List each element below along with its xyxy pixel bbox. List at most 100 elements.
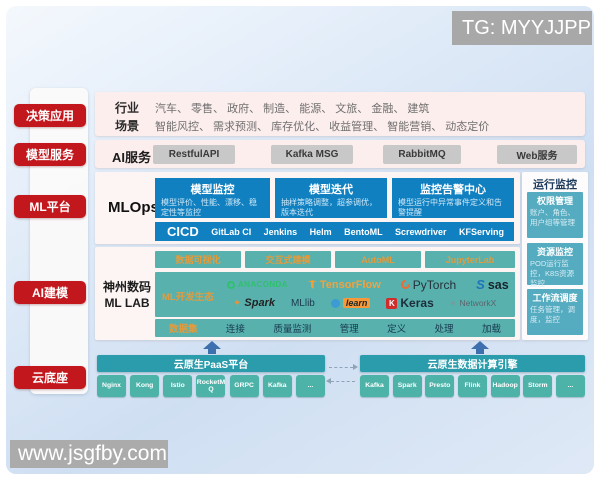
mlops-panel: MLOps 模型监控 模型评价、性能、漂移、稳定性等监控 模型迭代 抽样策略调整…	[95, 172, 520, 244]
scikit-learn-icon	[330, 298, 340, 308]
permission-card: 权限管理 账户、角色、用户组等管理	[527, 192, 583, 238]
cicd-item-gitlab: GitLab CI	[211, 226, 252, 237]
cicd-bar: CICD GitLab CI Jenkins Helm BentoML Scre…	[155, 222, 514, 241]
chip-more2: ...	[555, 375, 585, 397]
paas-header: 云原生PaaS平台	[97, 355, 325, 372]
cicd-item-bentoml: BentoML	[344, 226, 383, 237]
industry-panel: 行业 汽车、 零售、 政府、 制造、 能源、 文旅、 金融、 建筑 场景 智能风…	[95, 92, 585, 136]
dataset-item-manage: 管理	[339, 324, 359, 335]
dataset-item-define: 定义	[387, 324, 407, 335]
model-monitoring-card: 模型监控 模型评价、性能、漂移、稳定性等监控	[155, 178, 270, 218]
dashed-arrow-left-icon	[326, 378, 331, 384]
tensorflow-logo: TensorFlow	[307, 278, 381, 291]
chip-presto: Presto	[425, 375, 455, 397]
chip-istio: Istio	[163, 375, 193, 397]
sas-icon: S	[476, 277, 485, 292]
mllib-text: MLlib	[290, 297, 315, 309]
watermark-text: www.jsgfby.com	[18, 442, 167, 465]
sidebar-item-ml-platform: ML平台	[14, 195, 86, 218]
mllab-label-line1: 神州数码	[102, 280, 151, 294]
restfulapi-button: RestfulAPI	[153, 145, 235, 164]
permission-title: 权限管理	[536, 196, 573, 206]
tg-badge: TG: MYYJJPP	[452, 11, 592, 45]
tool-jupyterlab: JupyterLab	[425, 251, 515, 268]
alert-center-title: 监控告警中心	[420, 184, 486, 196]
pytorch-icon	[398, 278, 412, 291]
cicd-item-screwdriver: Screwdriver	[395, 226, 447, 237]
mllab-label: 神州数码 ML LAB	[101, 280, 153, 311]
bigdata-chip-row: Kafka Spark Presto Flink Hadoop Storm ..…	[360, 375, 585, 397]
chip-rocketmq: RocketMQ	[196, 375, 226, 397]
sidebar-item-cloud-base: 云底座	[14, 366, 86, 389]
ml-ecosystem-label: ML开发生态	[162, 292, 214, 303]
scikit-learn-logo: learn	[330, 298, 371, 308]
scikit-learn-text: learn	[342, 298, 371, 308]
model-iteration-card: 模型迭代 抽样策略调整，超参调优，版本迭代	[275, 178, 387, 218]
spark-star-icon: ✦	[233, 297, 242, 309]
networkx-logo: ✳ NetworkX	[450, 298, 497, 308]
cicd-item-jenkins: Jenkins	[263, 226, 298, 237]
sidebar-item-decision-apps: 决策应用	[14, 104, 86, 127]
resource-monitor-card: 资源监控 POD运行监控，K8S资源监控	[527, 243, 583, 288]
dataset-item-quality: 质量监测	[273, 324, 312, 335]
permission-desc: 账户、角色、用户组等管理	[530, 208, 575, 227]
dashed-connector-left	[331, 381, 355, 382]
cicd-item-kfserving: KFServing	[458, 226, 504, 237]
dataset-bar: 数据集 连接 质量监测 管理 定义 处理 加载	[155, 319, 515, 337]
anaconda-logo: ANACONDA	[227, 280, 288, 289]
spark-text: Spark	[244, 297, 275, 309]
dashed-connector-right	[329, 367, 353, 368]
anaconda-text: ANACONDA	[238, 280, 288, 289]
runtime-monitor-title: 运行监控	[533, 179, 577, 191]
chip-more: ...	[295, 375, 325, 397]
keras-text: Keras	[400, 296, 434, 310]
arrow-up-icon	[203, 341, 221, 354]
dataset-item-load: 加载	[481, 324, 501, 335]
cicd-label: CICD	[167, 224, 199, 239]
paas-chip-row: Nginx Kong Istio RocketMQ GRPC Kafka ...	[97, 375, 325, 397]
keras-logo: K Keras	[386, 296, 434, 310]
resource-monitor-title: 资源监控	[536, 247, 573, 257]
tg-badge-text: TG: MYYJJPP	[462, 16, 591, 39]
workflow-card: 工作流调度 任务管理，调度，监控	[527, 289, 583, 335]
chip-hadoop: Hadoop	[490, 375, 520, 397]
mllab-panel: 神州数码 ML LAB 数据可视化 交互式建模 AutoML JupyterLa…	[95, 247, 520, 340]
chip-flink: Flink	[457, 375, 487, 397]
web-service-button: Web服务	[497, 145, 577, 164]
sas-logo: S sas	[476, 277, 509, 292]
dashed-arrow-right-icon	[353, 364, 358, 370]
logo-row-1: ANACONDA TensorFlow PyTorch S sas	[227, 277, 509, 292]
anaconda-icon	[227, 280, 235, 289]
watermark: www.jsgfby.com	[10, 440, 168, 468]
tensorflow-text: TensorFlow	[319, 278, 381, 291]
dataset-label: 数据集	[169, 324, 198, 335]
runtime-monitor-panel: 运行监控 权限管理 账户、角色、用户组等管理 资源监控 POD运行监控，K8S资…	[522, 172, 588, 340]
chip-kong: Kong	[130, 375, 160, 397]
mlops-label: MLOps	[108, 199, 159, 216]
kafka-msg-button: Kafka MSG	[271, 145, 353, 164]
arrow-up-icon	[471, 341, 489, 354]
workflow-desc: 任务管理，调度，监控	[530, 305, 575, 324]
industry-label: 行业	[115, 101, 140, 115]
networkx-icon: ✳	[449, 298, 457, 308]
sas-text: sas	[487, 277, 509, 292]
chip-storm: Storm	[523, 375, 553, 397]
chip-kafka: Kafka	[262, 375, 292, 397]
ai-service-panel: AI服务 RestfulAPI Kafka MSG RabbitMQ Web服务	[95, 140, 585, 168]
chip-spark: Spark	[392, 375, 422, 397]
resource-monitor-desc: POD运行监控，K8S资源监控	[530, 259, 575, 288]
keras-icon: K	[386, 297, 398, 309]
model-monitoring-title: 模型监控	[190, 184, 235, 196]
tool-data-visualization: 数据可视化	[155, 251, 241, 268]
networkx-text: NetworkX	[459, 298, 497, 308]
alert-center-desc: 模型运行中异常事件定义和告警提醒	[398, 198, 502, 218]
dataset-item-process: 处理	[434, 324, 454, 335]
ai-service-label: AI服务	[112, 150, 152, 165]
cicd-item-helm: Helm	[309, 226, 332, 237]
bigdata-header: 云原生数据计算引擎	[360, 355, 585, 372]
model-monitoring-desc: 模型评价、性能、漂移、稳定性等监控	[161, 198, 257, 218]
alert-center-card: 监控告警中心 模型运行中异常事件定义和告警提醒	[392, 178, 514, 218]
tool-automl: AutoML	[335, 251, 421, 268]
left-rail	[30, 88, 88, 394]
ml-ecosystem-box: ML开发生态 ANACONDA TensorFlow PyTorch S sas…	[155, 272, 515, 317]
